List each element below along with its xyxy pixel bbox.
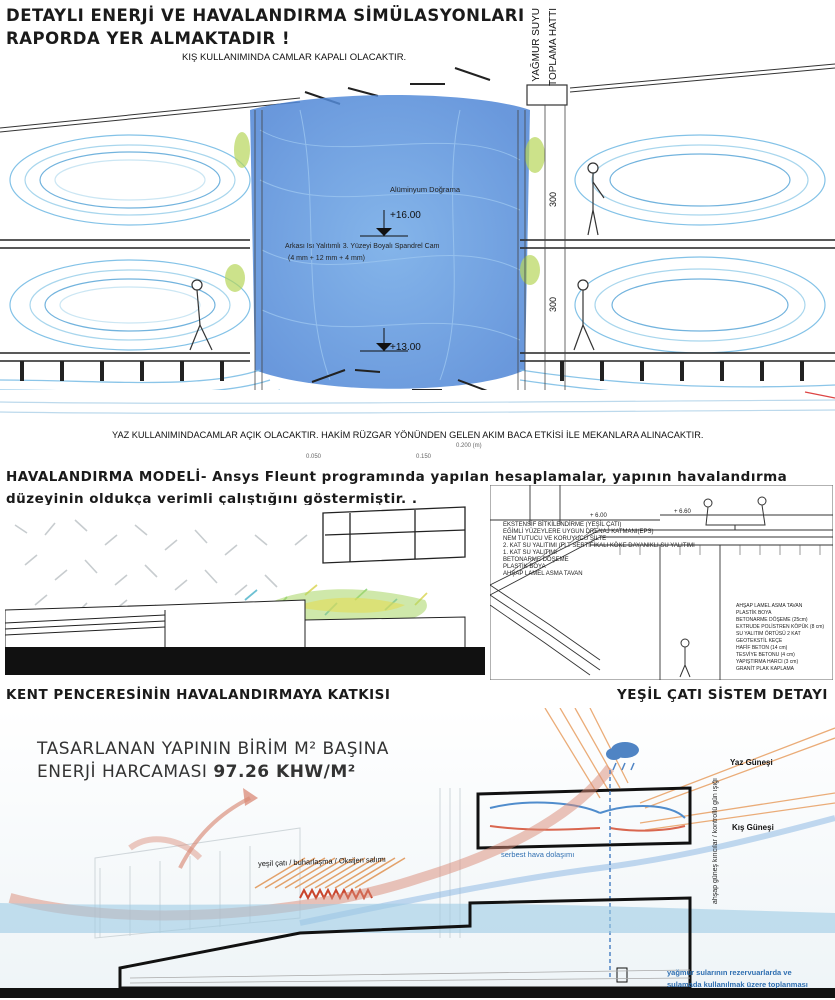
atrium-streamlines <box>259 109 521 381</box>
rain-gutter <box>526 84 568 106</box>
roof-layer-l2: PLASTİK BOYA <box>736 610 772 616</box>
rain-label-line1: YAĞMUR SUYU <box>531 8 542 82</box>
spandrel-line2: (4 mm + 12 mm + 4 mm) <box>288 255 366 262</box>
facade-lines <box>254 105 566 410</box>
level-upper: +16.00 <box>390 210 421 221</box>
roof-hatching <box>509 527 821 574</box>
roof-layer-l10: GRANİT PLAK KAPLAMA <box>736 666 794 672</box>
roof-layer-l8: TESVİYE BETONU (4 cm) <box>736 652 795 658</box>
roof-layer-l3: BETONARME DÖŞEME (25cm) <box>736 617 808 623</box>
cafe-figures <box>703 496 767 530</box>
rain-collection-line1: yağmur sularının rezervuarlarda ve <box>667 968 792 977</box>
spandrel-line1: Arkası Isı Yalıtımlı 3. Yüzeyi Boyalı Sp… <box>285 243 440 250</box>
roof-layer-u1: EKSTENSİF BİTKİLENDİRME (YEŞİL ÇATI) <box>503 522 622 528</box>
roof-layer-l5: SU YALITIM ÖRTÜSÜ 2 KAT <box>736 631 801 637</box>
summer-sun-label: Yaz Güneşi <box>730 758 773 767</box>
model-heading-line1: HAVALANDIRMA MODELİ- Ansys Fleunt progra… <box>6 469 787 485</box>
green-roof-hatch <box>254 857 406 889</box>
people-figures <box>189 162 605 351</box>
main-title-line1: DETAYLI ENERJİ VE HAVALANDIRMA SİMÜLASYO… <box>6 6 525 25</box>
roof-layer-l4: EXTRUDE POLİSTREN KÖPÜK (8 cm) <box>736 624 825 630</box>
main-title-line2: RAPORDA YER ALMAKTADIR ! <box>6 29 290 48</box>
roof-layer-u7: PLASTİK BOYA <box>503 564 546 570</box>
scale-tick-1: 0.050 <box>306 454 322 460</box>
main-building <box>476 786 692 850</box>
energy-prefix: ENERJİ HARCAMASI <box>37 762 214 782</box>
roof-layer-l9: YAPIŞTIRMA HARCI (3 cm) <box>736 659 799 665</box>
site-ground <box>118 896 692 990</box>
level-lower: +13.00 <box>390 342 421 353</box>
roof-level-b: + 6.00 <box>590 513 607 519</box>
cfd-model-drawing <box>5 505 485 675</box>
roof-layer-u3: NEM TUTUCU VE KORUYUCU ŞİLTE <box>503 536 607 542</box>
scale-tick-3: 0.200 (m) <box>456 443 482 449</box>
rain-cloud-icon <box>606 742 639 771</box>
model-building <box>322 506 466 564</box>
left-room-airflow <box>9 134 251 351</box>
roof-detail-drawing <box>490 485 833 680</box>
daylight-label: ahşap güneş kırıcılar / kontrollü gün ış… <box>712 778 719 905</box>
model-title: HAVALANDIRMA MODELİ- <box>6 469 207 485</box>
energy-statement-line1: TASARLANAN YAPININ BİRİM M² BAŞINA <box>37 739 389 759</box>
roof-lower-layers: AHŞAP LAMEL ASMA TAVAN PLASTİK BOYA BETO… <box>736 603 824 673</box>
model-text-a: Ansys Fleunt programında yapılan hesapla… <box>212 469 788 485</box>
roof-detail-lines <box>490 485 833 680</box>
right-room-airflow <box>574 134 826 354</box>
scale-tick-2: 0.150 <box>416 454 432 460</box>
roof-layer-u5: 1. KAT SU YALITIMI <box>503 550 557 556</box>
dimension-lower: 300 <box>548 297 558 313</box>
summer-note: YAZ KULLANIMINDACAMLAR AÇIK OLACAKTIR. H… <box>112 430 704 440</box>
model-heading-line2: düzeyinin oldukça verimli çalıştığını gö… <box>6 491 418 507</box>
winter-sun-label: Kış Güneşi <box>732 823 774 832</box>
roof-lines <box>0 63 835 133</box>
building-interior-flow <box>489 801 686 832</box>
roof-layer-u8: AHŞAP LAMEL ASMA TAVAN <box>503 571 583 577</box>
section1-ground <box>0 390 835 430</box>
roof-layer-u2: EĞİMLİ YÜZEYLERE UYGUN DRENAJ KATMANI(EP… <box>503 529 654 535</box>
roof-layer-l6: GEOTEKSTİL KEÇE <box>736 638 783 644</box>
atrium-airflow <box>250 95 530 389</box>
roof-layer-u6: BETONARME DÖŞEME <box>503 557 569 563</box>
slab-beams <box>20 361 804 381</box>
free-air-label: serbest hava dolaşımı <box>501 850 575 859</box>
roof-layer-l7: HAFİF BETON (14 cm) <box>736 645 788 651</box>
level-markers <box>376 228 392 351</box>
energy-value: 97.26 KHW/M² <box>213 762 356 782</box>
energy-statement-line2: ENERJİ HARCAMASI 97.26 KHW/M² <box>37 762 356 782</box>
rain-collection-line2: sulamada kullanılmak üzere toplanması <box>667 980 808 989</box>
rain-label-line2: TOPLAMA HATTI <box>548 8 559 86</box>
green-roof-title: YEŞİL ÇATI SİSTEM DETAYI <box>617 687 828 703</box>
floor-slabs <box>0 239 835 362</box>
lower-figure <box>679 638 691 678</box>
roof-upper-layers: EKSTENSİF BİTKİLENDİRME (YEŞİL ÇATI) EĞİ… <box>503 522 695 578</box>
dimension-upper: 300 <box>548 192 558 208</box>
aluminum-label: Alüminyum Doğrama <box>390 185 461 194</box>
cool-air-flow <box>299 815 835 926</box>
roof-layer-u4: 2. KAT SU YALITIMI (FLT SERTİFİKALI KÖKE… <box>503 543 695 549</box>
building-climate-section <box>0 708 835 998</box>
roof-layer-l1: AHŞAP LAMEL ASMA TAVAN <box>736 603 803 609</box>
winter-note: KIŞ KULLANIMINDA CAMLAR KAPALI OLACAKTIR… <box>182 52 407 63</box>
water-surface <box>0 903 835 933</box>
ventilation-section-drawing <box>0 63 835 430</box>
window-ventilation-title: KENT PENCERESİNİN HAVALANDIRMAYA KATKISI <box>6 687 391 703</box>
rain-reservoir <box>616 967 628 983</box>
roof-level-a: + 6.60 <box>674 509 691 515</box>
